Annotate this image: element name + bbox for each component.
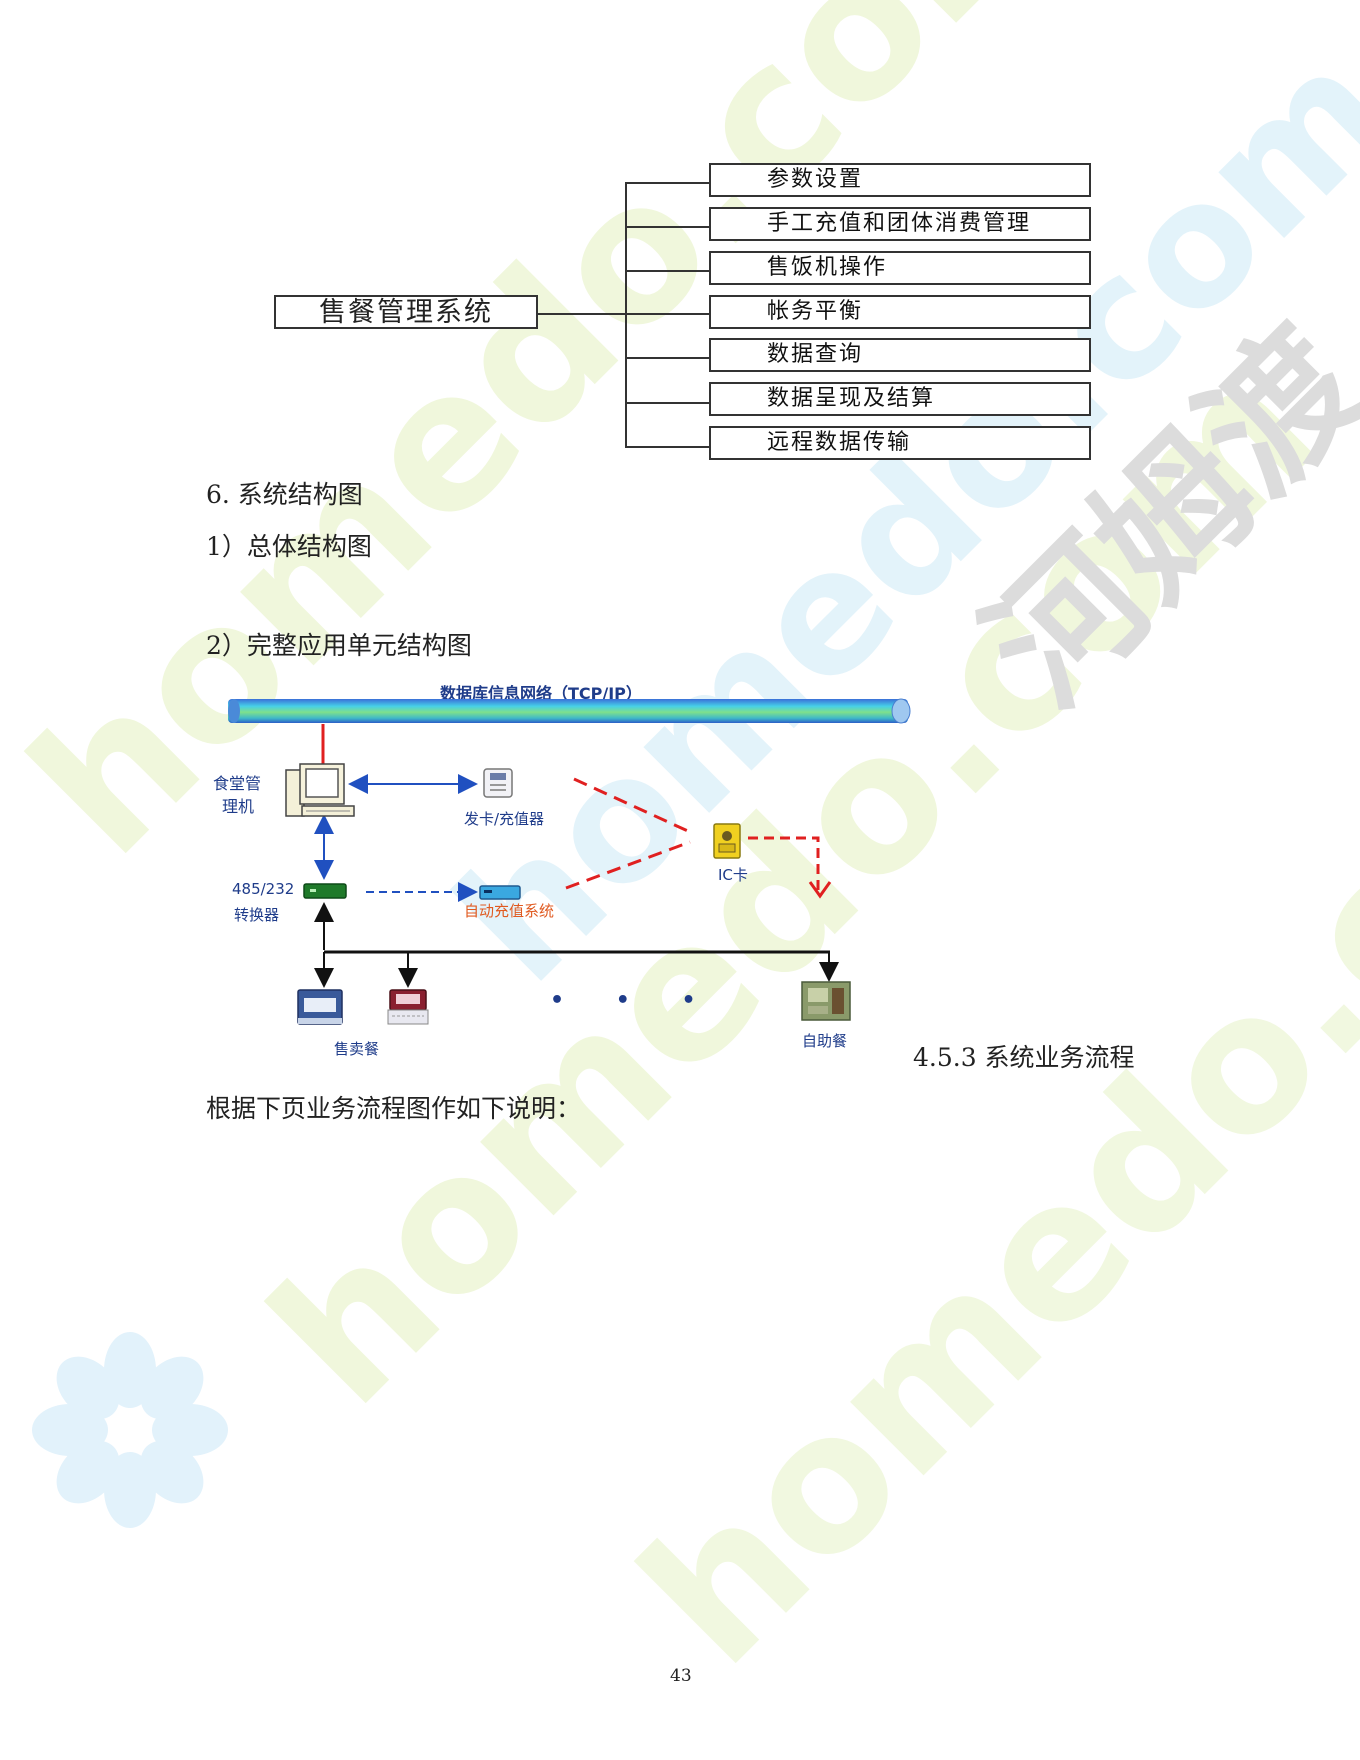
tree-branch — [625, 402, 710, 404]
tree-root-box: 售餐管理系统 — [274, 295, 538, 329]
mgmt-pc-label-1: 食堂管 — [213, 774, 262, 793]
body-paragraph: 根据下页业务流程图作如下说明： — [206, 1094, 582, 1123]
converter-label-2: 转换器 — [234, 906, 280, 924]
recharge-device-icon — [479, 885, 521, 900]
tree-item: 数据呈现及结算 — [709, 382, 1091, 416]
network-label: 数据库信息网络（TCP/IP） — [440, 684, 642, 703]
tree-root-connector — [538, 313, 626, 315]
diagram-connections — [314, 724, 839, 988]
ic-card-label: IC卡 — [718, 866, 748, 884]
self-service-label: 自助餐 — [802, 1032, 848, 1050]
subheading-overall-structure: 1）总体结构图 — [206, 532, 372, 561]
mgmt-pc-label-2: 理机 — [222, 797, 255, 816]
watermark-flower-logo — [32, 1332, 228, 1528]
tree-item: 参数设置 — [709, 163, 1091, 197]
tree-item: 远程数据传输 — [709, 426, 1091, 460]
tree-branch — [625, 357, 710, 359]
ic-card-icon — [713, 823, 741, 859]
computer-icon — [285, 763, 355, 817]
auto-recharge-label: 自动充值系统 — [464, 902, 555, 920]
tree-item: 手工充值和团体消费管理 — [709, 207, 1091, 241]
tree-branch — [625, 446, 710, 448]
tree-item: 帐务平衡 — [709, 295, 1091, 329]
tree-trunk — [625, 182, 627, 448]
pos-terminal-icon — [297, 989, 343, 1025]
converter-label-1: 485/232 — [232, 880, 295, 898]
tree-item: 数据查询 — [709, 338, 1091, 372]
tree-item: 售饭机操作 — [709, 251, 1091, 285]
tree-branch — [625, 313, 710, 315]
pos-terminal-icon — [387, 989, 429, 1025]
flow-heading: 4.5.3 系统业务流程 — [913, 1043, 1135, 1072]
network-bus — [228, 698, 911, 724]
tree-branch — [625, 182, 710, 184]
converter-icon — [303, 883, 347, 899]
sale-meal-label: 售卖餐 — [334, 1040, 380, 1058]
terminal-ellipsis: • • • — [550, 988, 718, 1013]
card-reader-icon — [483, 768, 513, 798]
self-service-terminal-icon — [801, 981, 851, 1021]
tree-branch — [625, 270, 710, 272]
section-heading: 6. 系统结构图 — [206, 480, 363, 509]
card-issuer-label: 发卡/充值器 — [464, 810, 545, 828]
page-number: 43 — [670, 1666, 692, 1686]
subheading-unit-structure: 2）完整应用单元结构图 — [206, 631, 472, 660]
tree-branch — [625, 226, 710, 228]
